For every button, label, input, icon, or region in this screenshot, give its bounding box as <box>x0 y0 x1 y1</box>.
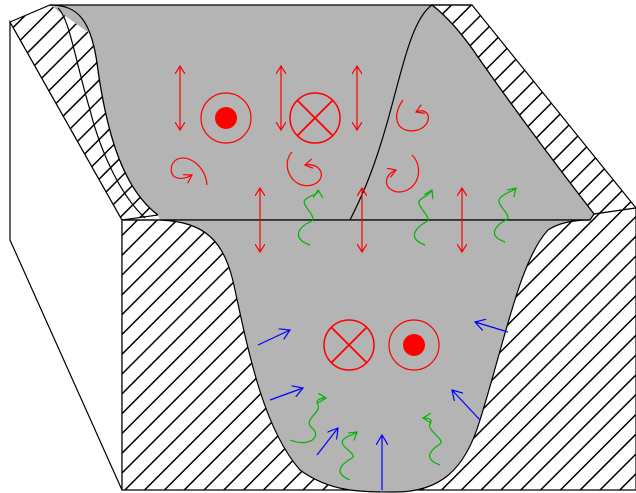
field-in-marker-lower <box>323 319 375 371</box>
radiation-wave <box>339 432 357 481</box>
radiation-wave <box>423 418 442 466</box>
channel-floor-fill <box>50 5 594 220</box>
circulation-arrow <box>385 154 420 193</box>
field-in-marker-upper <box>289 92 341 144</box>
upper-wall-right-edge <box>431 4 595 215</box>
radiation-wave <box>297 190 318 246</box>
circulation-arrow <box>170 157 208 186</box>
field-out-marker-lower <box>388 319 440 371</box>
trough-cross-section <box>159 219 591 493</box>
inflow-arrow <box>316 428 338 456</box>
radiation-wave <box>413 190 432 246</box>
inflow-arrow <box>257 330 290 346</box>
inner-left-edge <box>57 7 146 219</box>
radiation-wave <box>493 188 516 243</box>
circulation-arrow <box>396 99 429 132</box>
radiation-wave <box>289 398 326 444</box>
inflow-arrow <box>269 388 303 401</box>
upper-wall-left-edge <box>49 4 159 216</box>
inflow-arrow <box>452 390 481 421</box>
inflow-arrow <box>475 322 509 333</box>
circulation-arrow <box>286 151 322 187</box>
field-out-marker-upper <box>200 92 252 144</box>
